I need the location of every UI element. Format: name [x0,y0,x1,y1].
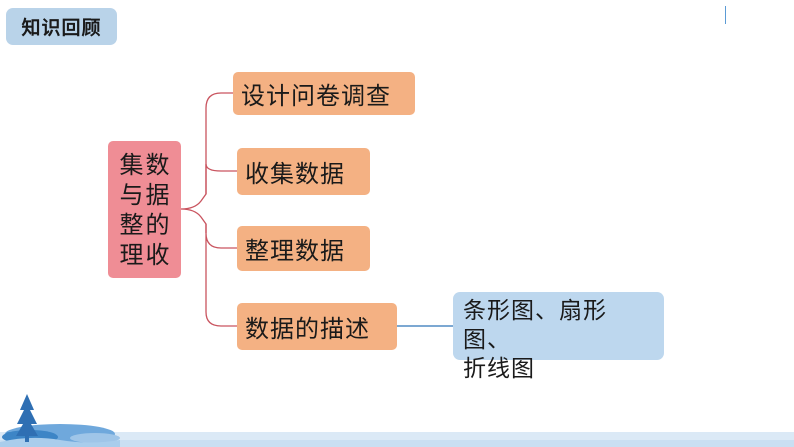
root-char: 收 [145,240,170,269]
root-char: 数 [145,150,170,179]
branch-node-questionnaire: 设计问卷调查 [233,72,415,115]
root-node: 数 据 的 收 集 与 整 理 [108,141,181,278]
landscape-decoration [0,394,794,447]
branch-node-collect: 收集数据 [237,148,370,195]
tree-icon [16,394,38,436]
brace-connector [180,92,237,327]
root-column-left: 集 与 整 理 [120,150,144,270]
root-char: 整 [119,210,144,239]
section-title: 知识回顾 [21,17,102,39]
branch-node-describe: 数据的描述 [237,303,397,350]
root-char: 与 [119,180,144,209]
leaf-node-chart-types: 条形图、扇形图、 折线图 [453,292,664,382]
branch-node-organize: 整理数据 [237,226,370,271]
root-char: 理 [119,240,144,269]
root-column-right: 数 据 的 收 [146,150,170,270]
root-char: 据 [145,180,170,209]
root-char: 的 [145,210,170,239]
section-title-badge: 知识回顾 [6,8,117,45]
leaf-line: 条形图、扇形图、 [463,298,607,353]
leaf-line: 折线图 [463,356,535,382]
root-char: 集 [119,150,144,179]
corner-divider [725,6,726,24]
